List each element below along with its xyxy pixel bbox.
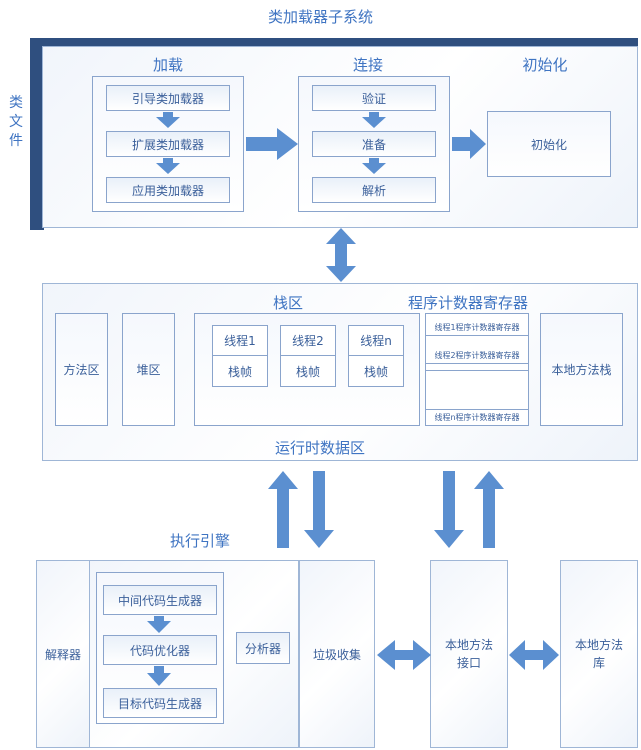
init-title: 初始化	[522, 56, 568, 74]
down-arrow	[434, 471, 464, 548]
bidirectional-arrow	[377, 640, 431, 670]
stack-frame: 栈帧	[363, 365, 388, 379]
thread-box	[348, 325, 404, 387]
intermediate-code-generator: 中间代码生成器	[103, 585, 217, 615]
down-arrow	[304, 471, 334, 548]
down-arrow	[156, 158, 180, 174]
method-area: 方法区	[55, 313, 108, 426]
native-library-label: 本地方法库	[560, 560, 638, 748]
pc-register-area	[425, 313, 529, 426]
right-arrow	[452, 129, 486, 159]
load-title: 加载	[152, 56, 183, 74]
bidirectional-arrow	[326, 228, 356, 282]
native-interface-box	[430, 560, 508, 748]
down-arrow	[362, 158, 386, 174]
prepare-step: 准备	[312, 131, 436, 157]
pc-register-thread: 线程1程序计数器寄存器	[425, 320, 529, 336]
down-arrow	[156, 112, 180, 128]
code-optimizer: 代码优化器	[103, 635, 217, 665]
bootstrap-loader: 引导类加载器	[106, 85, 230, 111]
native-method-stack: 本地方法栈	[540, 313, 623, 426]
resolve-step: 解析	[312, 177, 436, 203]
application-loader: 应用类加载器	[106, 177, 230, 203]
thread-box	[212, 325, 268, 387]
native-interface-label: 本地方法接口	[430, 560, 508, 748]
class-file-char: 件	[9, 133, 23, 149]
stack-area-title: 栈区	[272, 294, 303, 312]
extension-loader: 扩展类加载器	[106, 131, 230, 157]
down-arrow	[147, 666, 171, 686]
stack-frame: 栈帧	[295, 365, 320, 379]
runtime-area-title: 运行时数据区	[274, 439, 365, 457]
thread-label: 线程n	[348, 325, 404, 356]
classloader-3d-edge	[30, 38, 44, 230]
classloader-3d-top	[34, 38, 638, 46]
up-arrow	[268, 471, 298, 548]
verify-step: 验证	[312, 85, 436, 111]
execution-engine-title: 执行引擎	[169, 532, 230, 550]
stack-frame: 栈帧	[227, 365, 252, 379]
thread-label: 线程2	[280, 325, 336, 356]
link-title: 连接	[352, 56, 383, 74]
diagram-title: 类加载器子系统	[267, 8, 373, 26]
right-arrow	[246, 128, 298, 160]
down-arrow	[147, 616, 171, 633]
thread-box	[280, 325, 336, 387]
target-code-generator: 目标代码生成器	[103, 688, 217, 718]
pc-register-divider	[425, 370, 529, 371]
pc-register-thread: 线程n程序计数器寄存器	[425, 409, 529, 425]
garbage-collector-box: 垃圾收集	[299, 560, 375, 748]
pc-register-title: 程序计数器寄存器	[407, 294, 528, 312]
native-interface-text: 本地方法接口	[444, 638, 493, 670]
up-arrow	[474, 471, 504, 548]
profiler-box: 分析器	[236, 632, 290, 664]
class-file-char: 类	[9, 95, 23, 111]
interpreter-box: 解释器	[36, 560, 90, 748]
thread-label: 线程1	[212, 325, 268, 356]
pc-register-thread: 线程2程序计数器寄存器	[425, 348, 529, 364]
heap-area: 堆区	[122, 313, 175, 426]
bidirectional-arrow	[509, 640, 559, 670]
class-file-char: 文	[9, 114, 23, 130]
native-library-text: 本地方法库	[574, 638, 623, 670]
down-arrow	[362, 112, 386, 128]
class-file-label: 类 文 件	[4, 94, 28, 151]
init-box: 初始化	[487, 111, 611, 177]
native-library-box	[560, 560, 638, 748]
